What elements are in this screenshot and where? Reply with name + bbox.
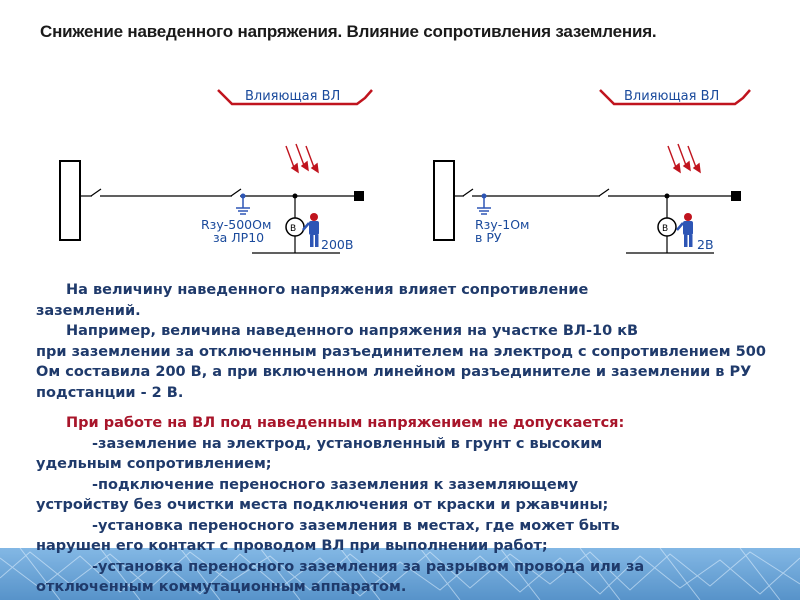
influencing-line-left bbox=[217, 89, 373, 106]
warning-item-4: -установка переносного заземления за раз… bbox=[36, 557, 776, 578]
decorative-footer-band bbox=[0, 548, 800, 600]
worker-figure-right bbox=[676, 213, 693, 247]
warning-item-2-text: -подключение переносного заземления к за… bbox=[92, 476, 579, 493]
support-post-right bbox=[433, 160, 455, 241]
influencing-line-label-left: Влияющая ВЛ bbox=[245, 89, 340, 104]
diagram-left: Влияющая ВЛ В bbox=[59, 89, 373, 254]
location-label-right: в РУ bbox=[475, 230, 502, 245]
switch-right bbox=[598, 188, 610, 197]
warning-heading: При работе на ВЛ под наведенным напряжен… bbox=[66, 415, 625, 431]
main-text: На величину наведенного напряжения влияе… bbox=[36, 280, 776, 598]
paragraph-1-cont: заземлений. bbox=[36, 302, 141, 319]
paragraph-2-cont: при заземлении за отключенным разъединит… bbox=[36, 343, 766, 401]
voltage-label-right: 2В bbox=[697, 237, 714, 252]
support-post-left bbox=[59, 160, 81, 241]
ground-symbol-right bbox=[477, 196, 491, 215]
worker-figure-left bbox=[302, 213, 319, 247]
disconnector-right bbox=[462, 188, 474, 197]
circuit-diagram: Влияющая ВЛ В bbox=[59, 89, 751, 254]
warning-item-1-cont: удельным сопротивлением; bbox=[36, 456, 272, 472]
warning-item-1: -заземление на электрод, установленный в… bbox=[36, 434, 776, 455]
line-end-right bbox=[731, 191, 741, 201]
warning-item-2-cont: устройству без очистки места подключения… bbox=[36, 497, 609, 513]
paragraph-2: Например, величина наведенного напряжени… bbox=[66, 323, 639, 339]
voltmeter-label-right: В bbox=[662, 224, 668, 234]
warning-item-1-text: -заземление на электрод, установленный в… bbox=[92, 435, 603, 452]
paragraph-1: На величину наведенного напряжения влияе… bbox=[66, 282, 589, 298]
diagram-right: Влияющая ВЛ В bbox=[433, 89, 751, 254]
voltmeter-right bbox=[657, 217, 677, 237]
page-title: Снижение наведенного напряжения. Влияние… bbox=[40, 22, 657, 41]
induction-arrows-right bbox=[667, 143, 701, 174]
location-label-left: за ЛР10 bbox=[213, 230, 264, 245]
voltage-label-left: 200В bbox=[321, 237, 353, 252]
influencing-line-right bbox=[599, 89, 751, 106]
voltmeter-label-left: В bbox=[290, 224, 296, 234]
induction-arrows-left bbox=[285, 143, 319, 174]
warning-item-4-cont: отключенным коммутационным аппаратом. bbox=[36, 579, 407, 595]
resistance-label-right: Rзу-1Ом bbox=[475, 217, 529, 232]
warning-item-4-text: -установка переносного заземления за раз… bbox=[92, 558, 645, 575]
influencing-line-label-right: Влияющая ВЛ bbox=[624, 89, 719, 104]
warning-item-2: -подключение переносного заземления к за… bbox=[36, 475, 776, 496]
warning-item-3-cont: нарушен его контакт с проводом ВЛ при вы… bbox=[36, 538, 548, 554]
resistance-label-left: Rзу-500Ом bbox=[201, 217, 271, 232]
line-end-left bbox=[354, 191, 364, 201]
ground-symbol-left bbox=[236, 196, 250, 215]
warning-item-3-text: -установка переносного заземления в мест… bbox=[92, 517, 620, 534]
switch-left bbox=[230, 188, 242, 197]
warning-item-3: -установка переносного заземления в мест… bbox=[36, 516, 776, 537]
disconnector-left bbox=[90, 188, 102, 197]
